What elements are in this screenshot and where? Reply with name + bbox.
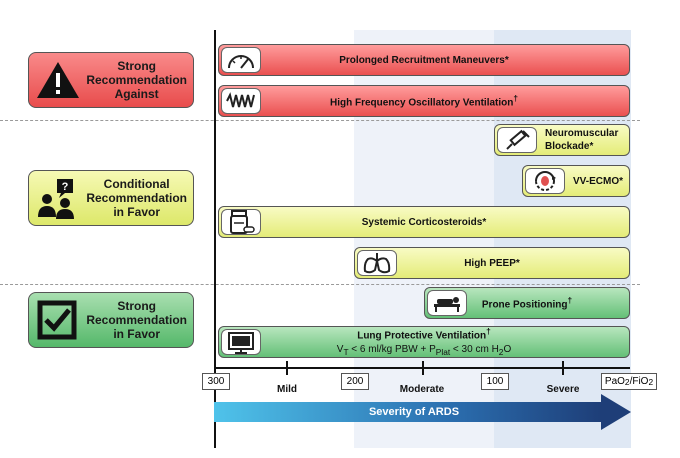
category-label: Strong [117,299,156,313]
axis-tick [286,361,288,375]
category-label: Recommendation [86,191,187,205]
severity-arrow-label: Severity of ARDS [368,406,460,418]
category-label: Conditional [103,177,170,191]
category-label: Recommendation [86,73,187,87]
tick-label-300: 300 [202,373,230,390]
section-divider [0,284,640,285]
bar-hfov: High Frequency Oscillatory Ventilation† [218,85,630,117]
svg-text:?: ? [61,181,68,193]
vertical-axis [214,30,216,448]
bar-prolonged-recruitment: Prolonged Recruitment Maneuvers* [218,44,630,76]
category-label: Recommendation [86,313,187,327]
bar-lung-protective-ventilation: Lung Protective Ventilation† VT < 6 ml/k… [218,326,630,358]
category-label: Strong [117,59,156,73]
bar-systemic-corticosteroids: Systemic Corticosteroids* [218,206,630,238]
tick-label-200: 200 [341,373,369,390]
people-question-icon: ? [29,177,86,219]
category-label: in Favor [113,327,160,341]
bar-high-peep: High PEEP* [354,247,630,279]
bar-prone-positioning: Prone Positioning† [424,287,630,319]
ventilator-icon [221,329,261,355]
lungs-icon [357,250,397,276]
bar-vv-ecmo: VV-ECMO* [522,165,630,197]
bar-label: Prone Positioning† [481,295,573,311]
category-label: in Favor [113,205,160,219]
zone-label-severe: Severe [546,384,580,395]
gauge-icon [221,47,261,73]
zone-label-moderate: Moderate [399,384,445,395]
prone-patient-icon [427,290,467,316]
bar-label: Lung Protective Ventilation† VT < 6 ml/k… [336,326,512,357]
waveform-icon [221,88,261,114]
bar-label: High PEEP* [464,257,520,269]
zone-label-mild: Mild [277,384,297,395]
bar-label: Prolonged Recruitment Maneuvers* [339,54,509,66]
checkbox-icon [29,300,86,340]
section-divider [0,120,640,121]
warning-icon [29,60,86,100]
severity-arrow-head [601,394,631,430]
pill-bottle-icon [221,209,261,235]
severity-arrow [214,402,602,422]
axis-tick [562,361,564,375]
bar-label: Systemic Corticosteroids* [361,216,487,228]
bar-label: High Frequency Oscillatory Ventilation† [329,93,518,109]
tick-label-100: 100 [481,373,509,390]
syringe-icon [497,127,537,153]
circulation-icon [525,168,565,194]
category-label: Against [114,87,159,101]
bar-label: VV-ECMO* [573,175,624,187]
axis-tick [422,361,424,375]
